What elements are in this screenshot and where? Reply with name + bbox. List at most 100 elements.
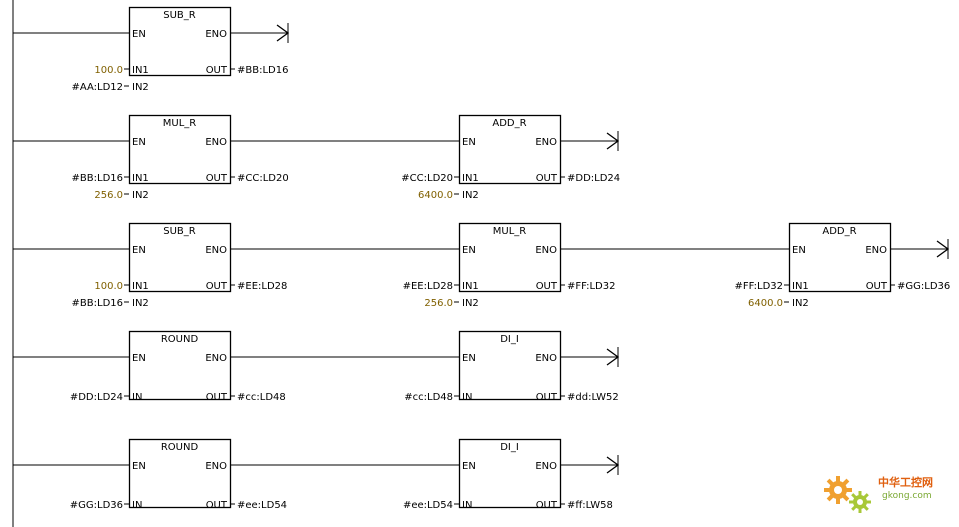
output-operand: #EE:LD28 <box>237 281 287 292</box>
constant-operand: 256.0 <box>94 190 123 201</box>
pin-label: IN2 <box>132 82 149 93</box>
block-box <box>458 438 562 509</box>
pin-label: OUT <box>536 500 558 511</box>
pin-label: EN <box>132 137 146 148</box>
pin-label: IN <box>132 392 142 403</box>
function-block: DI_I EN ENO IN OUT <box>458 438 562 511</box>
pin-label: OUT <box>206 392 228 403</box>
pin-label: EN <box>132 353 146 364</box>
output-operand: #CC:LD20 <box>237 173 289 184</box>
pin-label: OUT <box>536 173 558 184</box>
pin-label: IN2 <box>462 190 479 201</box>
block-box <box>128 6 232 77</box>
output-operand: #DD:LD24 <box>567 173 620 184</box>
pin-label: ENO <box>865 245 887 256</box>
input-operand: #BB:LD16 <box>72 298 123 309</box>
input-operand: #GG:LD36 <box>70 500 123 511</box>
block-box <box>128 438 232 509</box>
output-operand: #ff:LW58 <box>567 500 613 511</box>
block-box <box>128 222 232 293</box>
constant-operand: 100.0 <box>94 65 123 76</box>
pin-label: IN1 <box>132 281 149 292</box>
block-title: DI_I <box>500 442 519 453</box>
block-box <box>128 114 232 185</box>
pin-label: IN2 <box>462 298 479 309</box>
pin-label: ENO <box>205 137 227 148</box>
pin-label: EN <box>462 461 476 472</box>
watermark: 中华工控网 gkong.com <box>818 470 956 520</box>
pin-label: OUT <box>536 281 558 292</box>
block-title: ADD_R <box>492 118 526 129</box>
pin-label: IN1 <box>132 173 149 184</box>
pin-label: IN <box>132 500 142 511</box>
function-block: ROUND EN ENO IN OUT <box>128 438 232 511</box>
pin-label: ENO <box>535 353 557 364</box>
pin-label: ENO <box>205 245 227 256</box>
pin-label: ENO <box>535 245 557 256</box>
block-box <box>458 114 562 185</box>
block-box <box>458 330 562 401</box>
block-title: DI_I <box>500 334 519 345</box>
pin-label: IN2 <box>792 298 809 309</box>
block-title: SUB_R <box>163 226 196 237</box>
pin-label: IN <box>462 500 472 511</box>
gear-icon <box>824 476 871 513</box>
block-title: SUB_R <box>163 10 196 21</box>
output-operand: #FF:LD32 <box>567 281 615 292</box>
pin-label: OUT <box>536 392 558 403</box>
pin-label: ENO <box>535 461 557 472</box>
output-operand: #ee:LD54 <box>237 500 287 511</box>
pin-label: EN <box>132 245 146 256</box>
input-operand: #cc:LD48 <box>404 392 453 403</box>
pin-label: OUT <box>206 173 228 184</box>
pin-label: EN <box>132 461 146 472</box>
pin-label: OUT <box>206 65 228 76</box>
input-operand: #DD:LD24 <box>70 392 123 403</box>
block-title: MUL_R <box>493 226 527 237</box>
block-box <box>458 222 562 293</box>
pin-label: OUT <box>206 500 228 511</box>
constant-operand: 6400.0 <box>748 298 783 309</box>
input-operand: #BB:LD16 <box>72 173 123 184</box>
constant-operand: 256.0 <box>424 298 453 309</box>
pin-label: EN <box>792 245 806 256</box>
pin-label: ENO <box>205 353 227 364</box>
pin-label: IN2 <box>132 298 149 309</box>
pin-label: IN1 <box>792 281 809 292</box>
pin-label: IN1 <box>132 65 149 76</box>
block-title: ADD_R <box>822 226 856 237</box>
pin-label: OUT <box>866 281 888 292</box>
output-operand: #dd:LW52 <box>567 392 619 403</box>
input-operand: #CC:LD20 <box>401 173 453 184</box>
constant-operand: 6400.0 <box>418 190 453 201</box>
pin-label: IN1 <box>462 281 479 292</box>
pin-label: EN <box>462 353 476 364</box>
pin-label: EN <box>132 29 146 40</box>
output-operand: #cc:LD48 <box>237 392 286 403</box>
pin-label: ENO <box>535 137 557 148</box>
pin-label: EN <box>462 137 476 148</box>
watermark-url: gkong.com <box>882 491 932 501</box>
input-operand: #FF:LD32 <box>735 281 783 292</box>
block-title: ROUND <box>161 442 199 453</box>
watermark-text: 中华工控网 <box>878 476 933 489</box>
output-operand: #BB:LD16 <box>237 65 288 76</box>
block-title: MUL_R <box>163 118 197 129</box>
pin-label: OUT <box>206 281 228 292</box>
function-block: ROUND EN ENO IN OUT <box>128 330 232 403</box>
pin-label: IN1 <box>462 173 479 184</box>
constant-operand: 100.0 <box>94 281 123 292</box>
block-title: ROUND <box>161 334 199 345</box>
pin-label: IN2 <box>132 190 149 201</box>
input-operand: #ee:LD54 <box>403 500 453 511</box>
pin-label: ENO <box>205 461 227 472</box>
input-operand: #EE:LD28 <box>403 281 453 292</box>
block-box <box>788 222 892 293</box>
